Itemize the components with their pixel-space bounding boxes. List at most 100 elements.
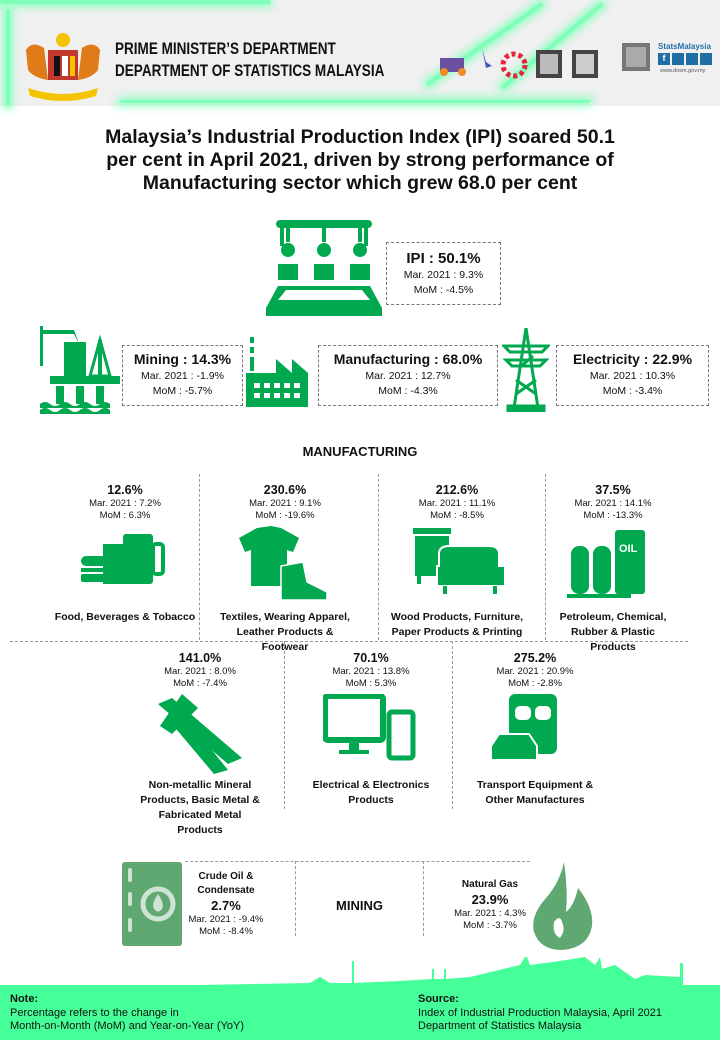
- malaysia-coat-of-arms-logo: [18, 30, 108, 107]
- footer-band: [0, 985, 720, 1040]
- item-category-label: Textiles, Wearing Apparel, Leather Produ…: [220, 611, 350, 653]
- natural-gas-label: Natural Gas: [461, 879, 519, 890]
- divider: [10, 641, 688, 642]
- crude-oil-mom: MoM : -8.4%: [199, 926, 253, 937]
- manufacturing-yoy: Mar. 2021 : 12.7%: [365, 370, 451, 382]
- headline-line: Malaysia’s Industrial Production Index (…: [105, 126, 615, 148]
- crude-oil-yoy: Mar. 2021 : -9.4%: [188, 914, 264, 925]
- divider: [378, 474, 379, 640]
- electricity-yoy: Mar. 2021 : 10.3%: [589, 370, 676, 382]
- manufacturing-summary-box: Manufacturing : 68.0% Mar. 2021 : 12.7% …: [318, 345, 498, 406]
- item-march-value: Mar. 2021 : 9.1%: [249, 498, 321, 509]
- steel-beam-icon: [158, 694, 242, 774]
- crude-oil-value: 2.7%: [211, 898, 241, 913]
- manufacturing-item-card: 70.1%Mar. 2021 : 13.8%MoM : 5.3% Electric…: [296, 650, 446, 808]
- item-category-label: Electrical & Electronics Products: [312, 779, 430, 806]
- source-line1: Index of Industrial Production Malaysia,…: [418, 1007, 662, 1019]
- crude-oil-card: Crude Oil & Condensate 2.7% Mar. 2021 : …: [185, 870, 267, 938]
- item-category-label: Petroleum, Chemical, Rubber & Plastic Pr…: [559, 611, 667, 653]
- computer-phone-icon: [323, 694, 416, 761]
- instagram-icon[interactable]: [672, 53, 684, 65]
- manufacturing-item-card: 275.2%Mar. 2021 : 20.9%MoM : -2.8%Transp…: [460, 650, 610, 808]
- manufacturing-item-card: 12.6%Mar. 2021 : 7.2%MoM : 6.3% Food, Bev…: [40, 482, 210, 625]
- crude-oil-label: Crude Oil & Condensate: [197, 871, 255, 896]
- manufacturing-section-title: MANUFACTURING: [302, 444, 418, 459]
- divider: [545, 474, 546, 640]
- item-yoy-value: 37.5%: [595, 483, 631, 497]
- mining-yoy: Mar. 2021 : -1.9%: [141, 370, 224, 382]
- item-yoy-value: 70.1%: [353, 651, 389, 665]
- manufacturing-item-card: 37.5%Mar. 2021 : 14.1%MoM : -13.3% OIL Pet…: [548, 482, 678, 655]
- oil-rig-icon: [24, 326, 120, 419]
- natural-gas-yoy: Mar. 2021 : 4.3%: [454, 908, 526, 919]
- manufacturing-mom: MoM : -4.3%: [378, 385, 438, 397]
- item-mom-value: MoM : -7.4%: [173, 678, 227, 689]
- twitter-icon[interactable]: [686, 53, 698, 65]
- item-mom-value: MoM : -19.6%: [255, 510, 315, 521]
- website-link[interactable]: www.dosm.gov.my: [660, 68, 706, 74]
- partner-logos: [440, 48, 620, 87]
- ipi-value: IPI : 50.1%: [406, 250, 481, 267]
- divider: [423, 861, 424, 936]
- vehicle-icon: [490, 694, 557, 761]
- item-yoy-value: 230.6%: [263, 483, 307, 497]
- item-march-value: Mar. 2021 : 7.2%: [89, 498, 161, 509]
- item-mom-value: MoM : -2.8%: [508, 678, 562, 689]
- note-line1: Percentage refers to the change in: [10, 1007, 179, 1019]
- headline-line: per cent in April 2021, driven by strong…: [106, 149, 614, 171]
- natural-gas-value: 23.9%: [471, 892, 509, 907]
- item-march-value: Mar. 2021 : 11.1%: [418, 498, 496, 509]
- divider: [199, 474, 200, 640]
- note-line2: Month-on-Month (MoM) and Year-on-Year (Y…: [10, 1020, 244, 1032]
- oil-tank-icon: OIL: [567, 530, 645, 598]
- manufacturing-item-card: 212.6%Mar. 2021 : 11.1%MoM : -8.5%Wood P…: [382, 482, 532, 640]
- note-label: Note:: [10, 993, 39, 1005]
- item-mom-value: MoM : -8.5%: [430, 510, 484, 521]
- org-name-line1: PRIME MINISTER’S DEPARTMENT: [115, 40, 336, 58]
- item-category-label: Food, Beverages & Tobacco: [54, 611, 196, 623]
- manufacturing-item-card: 141.0%Mar. 2021 : 8.0%MoM : -7.4%Non-met…: [130, 650, 270, 838]
- source-line2: Department of Statistics Malaysia: [418, 1020, 582, 1032]
- manufacturing-value: Manufacturing : 68.0%: [333, 351, 483, 367]
- social-icons: f: [658, 53, 712, 65]
- youtube-icon[interactable]: [700, 53, 712, 65]
- item-march-value: Mar. 2021 : 20.9%: [496, 666, 574, 677]
- item-mom-value: MoM : 5.3%: [345, 678, 397, 689]
- item-march-value: Mar. 2021 : 13.8%: [332, 666, 410, 677]
- manufacturing-item-card: 230.6%Mar. 2021 : 9.1%MoM : -19.6% Textil…: [210, 482, 360, 655]
- item-mom-value: MoM : 6.3%: [99, 510, 151, 521]
- item-category-label: Wood Products, Furniture, Paper Products…: [390, 611, 524, 638]
- item-yoy-value: 141.0%: [178, 651, 222, 665]
- natural-gas-mom: MoM : -3.7%: [463, 920, 517, 931]
- divider: [284, 641, 285, 809]
- facebook-icon[interactable]: f: [658, 53, 670, 65]
- ipi-summary-box: IPI : 50.1% Mar. 2021 : 9.3% MoM : -4.5%: [386, 242, 501, 305]
- header-banner: [0, 0, 720, 106]
- flame-icon: [530, 862, 596, 955]
- ipi-mom: MoM : -4.5%: [413, 284, 474, 296]
- mining-mom: MoM : -5.7%: [152, 385, 213, 397]
- oil-barrel-icon: [120, 862, 184, 951]
- headline-line: Manufacturing sector which grew 68.0 per…: [142, 172, 578, 194]
- electricity-mom: MoM : -3.4%: [602, 385, 663, 397]
- electricity-value: Electricity : 22.9%: [572, 351, 693, 367]
- mining-summary-box: Mining : 14.3% Mar. 2021 : -1.9% MoM : -…: [122, 345, 243, 406]
- qr-code[interactable]: [622, 43, 650, 76]
- power-pylon-icon: [500, 327, 552, 417]
- item-march-value: Mar. 2021 : 14.1%: [574, 498, 652, 509]
- statsmalaysia-brand: StatsMalaysia: [658, 42, 711, 51]
- mining-section-title: MINING: [336, 898, 383, 913]
- svg-text:OIL: OIL: [619, 543, 638, 555]
- factory-icon: [246, 337, 316, 414]
- divider: [185, 861, 530, 862]
- item-yoy-value: 275.2%: [513, 651, 557, 665]
- industrial-skyline: [0, 955, 720, 992]
- food-icon: [81, 534, 165, 584]
- mining-value: Mining : 14.3%: [133, 351, 232, 367]
- item-mom-value: MoM : -13.3%: [583, 510, 643, 521]
- item-category-label: Non-metallic Mineral Products, Basic Met…: [140, 779, 260, 836]
- divider: [452, 641, 453, 809]
- item-yoy-value: 12.6%: [107, 483, 143, 497]
- apparel-icon: [239, 526, 328, 601]
- natural-gas-card: Natural Gas 23.9% Mar. 2021 : 4.3% MoM :…: [440, 878, 540, 932]
